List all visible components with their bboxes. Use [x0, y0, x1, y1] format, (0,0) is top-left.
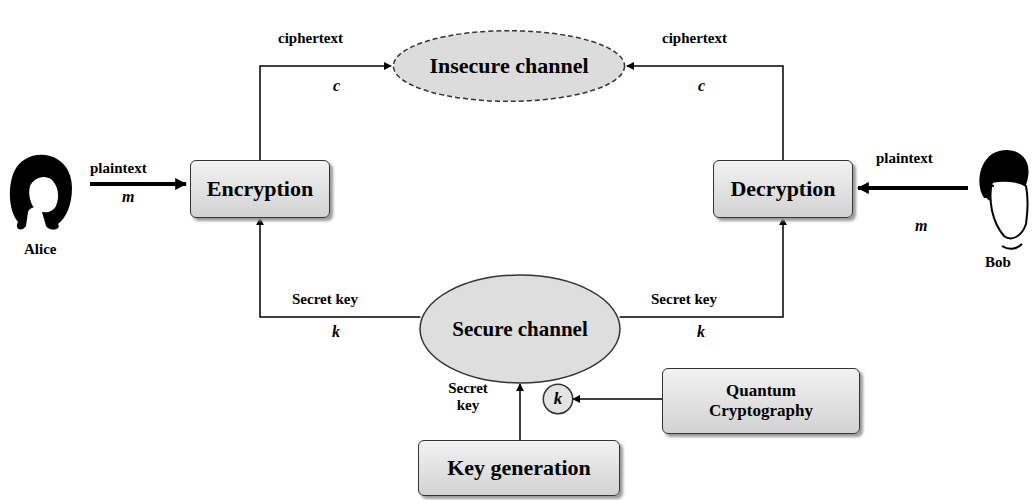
ciphertext-label: ciphertext	[662, 30, 727, 47]
connector-arrow	[620, 218, 783, 317]
key-label: Secret key	[651, 291, 717, 308]
process-box: Key generation	[418, 440, 620, 496]
plaintext-arrow	[858, 186, 968, 190]
variable-label: k	[332, 323, 340, 341]
process-box: Decryption	[713, 160, 853, 218]
key-label: Secret key	[446, 380, 490, 415]
node-text: Quantum Cryptography	[676, 381, 846, 420]
plaintext-label: plaintext	[876, 150, 933, 167]
person-name: Bob	[985, 254, 1011, 271]
channel-ellipse: Insecure channel	[391, 30, 627, 102]
node-text: k	[554, 389, 563, 409]
connector-arrow	[260, 66, 391, 160]
ciphertext-label: ciphertext	[278, 30, 343, 47]
node-text: Key generation	[447, 455, 591, 480]
variable-label: c	[698, 77, 705, 95]
connector-arrow	[573, 398, 662, 400]
plaintext-arrow	[90, 182, 186, 186]
plaintext-label: plaintext	[90, 160, 147, 177]
key-label: Secret key	[292, 291, 358, 308]
process-box: Quantum Cryptography	[662, 368, 860, 434]
key-circle: k	[543, 384, 573, 414]
node-text: Secure channel	[452, 317, 588, 341]
variable-label: m	[915, 217, 927, 235]
variable-label: c	[333, 77, 340, 95]
connector-arrow	[519, 384, 521, 440]
node-text: Encryption	[207, 176, 313, 201]
connector-arrow	[627, 66, 783, 160]
channel-ellipse: Secure channel	[418, 274, 622, 384]
node-text: Insecure channel	[429, 53, 588, 78]
person-name: Alice	[24, 241, 56, 258]
variable-label: k	[697, 323, 705, 341]
node-text: Decryption	[730, 176, 835, 201]
alice-figure	[10, 155, 72, 230]
process-box: Encryption	[190, 160, 330, 218]
variable-label: m	[122, 188, 134, 206]
bob-figure	[979, 150, 1028, 249]
connector-arrow	[260, 218, 420, 317]
